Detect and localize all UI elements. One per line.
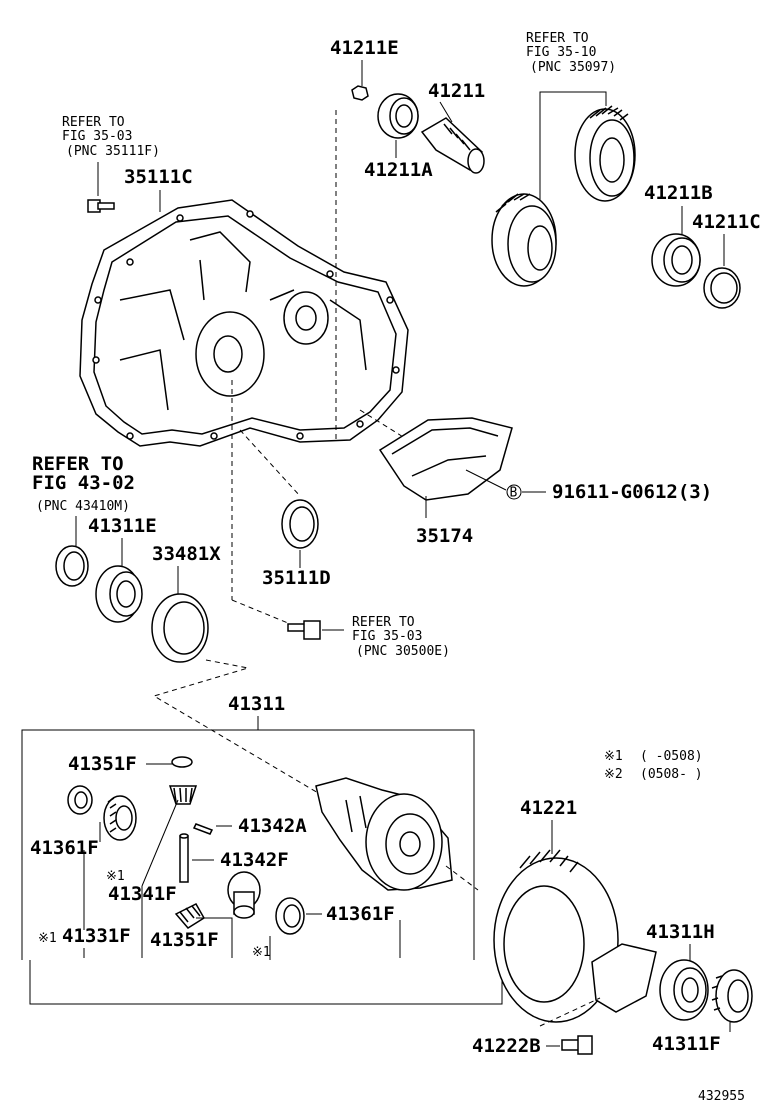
label-41211B[interactable]: 41211B — [644, 182, 713, 204]
ref-line3: (PNC 30500E) — [356, 644, 450, 659]
label-41342A[interactable]: 41342A — [238, 815, 307, 837]
ref-line2: FIG 43-02 — [32, 472, 135, 494]
bearing-41311E-icon[interactable] — [95, 565, 143, 623]
shaft-41342F-icon[interactable] — [179, 833, 189, 883]
ref-line2: FIG 35-03 — [62, 129, 132, 144]
ref-line3: (PNC 35111F) — [66, 144, 160, 159]
note1-mark-side-gear: ※1 — [252, 945, 271, 960]
note1-mark-41341F: ※1 — [106, 869, 125, 884]
transaxle-case-35111C-icon[interactable] — [79, 199, 409, 447]
label-41311E[interactable]: 41311E — [88, 515, 157, 537]
axis-seal-dashed — [239, 429, 301, 497]
side-gear-right-icon[interactable] — [227, 871, 261, 919]
axis-bolt-dashed — [231, 599, 301, 629]
ref-fig-35-03-bottom-note[interactable]: REFER TO FIG 35-03 (PNC 30500E) — [352, 615, 450, 659]
label-41311[interactable]: 41311 — [228, 693, 285, 715]
bearing-41211B-icon[interactable] — [651, 233, 701, 287]
legend-note2-range: (0508- ) — [640, 767, 703, 782]
side-gear-left-icon[interactable] — [103, 795, 137, 841]
bearing-41311H-icon[interactable] — [591, 943, 709, 1021]
leader-41341F-top — [141, 799, 179, 887]
axis-ring-gear-dashed — [445, 865, 479, 891]
label-91611-G0612[interactable]: 91611-G0612(3) — [552, 481, 712, 503]
pinion-gear-bottom-icon[interactable] — [174, 903, 206, 929]
label-41361F-right[interactable]: 41361F — [326, 903, 395, 925]
label-41311H[interactable]: 41311H — [646, 921, 715, 943]
legend-note1-mark: ※1 — [604, 749, 623, 764]
bearing-41211A-icon[interactable] — [377, 93, 419, 139]
bearing-41211E-icon[interactable] — [351, 85, 369, 101]
ref-line1: REFER TO — [352, 615, 415, 630]
bolt-35111F-icon[interactable] — [87, 199, 115, 213]
ref-fig-35-03-top-note[interactable]: REFER TO FIG 35-03 (PNC 35111F) — [62, 115, 160, 159]
diff-assembly-bracket-top — [21, 729, 475, 960]
label-41351F-top[interactable]: 41351F — [68, 753, 137, 775]
differential-case-icon[interactable] — [315, 777, 453, 891]
cover-plate-35174-icon[interactable] — [378, 417, 513, 501]
axis-41222B-dashed — [539, 997, 601, 1027]
pinion-gear-top-icon[interactable] — [168, 785, 198, 805]
leader-91611 — [465, 469, 507, 491]
ref-line2: FIG 35-10 — [526, 45, 596, 60]
ref-line3: (PNC 43410M) — [36, 499, 130, 514]
label-41211C[interactable]: 41211C — [692, 211, 760, 233]
label-35111D[interactable]: 35111D — [262, 567, 331, 589]
ref-line1: REFER TO — [32, 453, 124, 475]
label-41211E[interactable]: 41211E — [330, 37, 399, 59]
seal-43410M-icon[interactable] — [55, 545, 89, 587]
label-41311F[interactable]: 41311F — [652, 1033, 721, 1055]
diff-assembly-bracket-bottom — [29, 960, 503, 1005]
label-41221[interactable]: 41221 — [520, 797, 577, 819]
seal-35111D-icon[interactable] — [281, 499, 319, 549]
bolt-mark-B[interactable]: B — [506, 484, 522, 501]
gear-41311F-icon[interactable] — [711, 969, 753, 1023]
bolt-30500E-icon[interactable] — [287, 620, 321, 640]
pin-41342A-icon[interactable] — [192, 823, 214, 835]
seal-41211C-icon[interactable] — [703, 267, 741, 309]
label-35111C[interactable]: 35111C — [124, 166, 193, 188]
ref-line2: FIG 35-03 — [352, 629, 422, 644]
ref-line1: REFER TO — [62, 115, 125, 130]
gear-35097-upper-icon[interactable] — [574, 105, 636, 202]
figure-number: 432955 — [698, 1089, 745, 1104]
label-41222B[interactable]: 41222B — [472, 1035, 541, 1057]
ref-line1: REFER TO — [526, 31, 589, 46]
washer-41351F-top-icon[interactable] — [171, 756, 193, 768]
washer-41361F-left-icon[interactable] — [67, 785, 93, 815]
legend-note2-mark: ※2 — [604, 767, 623, 782]
ref-line3: (PNC 35097) — [530, 60, 616, 75]
legend: ※1 ( -0508) ※2 (0508- ) — [604, 749, 703, 782]
label-41211A[interactable]: 41211A — [364, 159, 433, 181]
label-41351F-bottom[interactable]: 41351F — [150, 929, 219, 951]
leader-41211 — [439, 101, 453, 123]
label-41342F[interactable]: 41342F — [220, 849, 289, 871]
bolt-mark-letter: B — [510, 486, 518, 501]
bolt-41222B-icon[interactable] — [561, 1035, 593, 1055]
gear-35097-lower-icon[interactable] — [491, 193, 557, 287]
axis-plate-dashed — [359, 409, 441, 461]
legend-note1-range: ( -0508) — [640, 749, 703, 764]
ref-fig-43-02-note[interactable]: REFER TO FIG 43-02 (PNC 43410M) — [32, 453, 135, 514]
note1-mark-41331F: ※1 — [38, 931, 57, 946]
shim-33481X-icon[interactable] — [151, 593, 209, 663]
label-35174[interactable]: 35174 — [416, 525, 473, 547]
ref-35-10-bracket — [539, 91, 607, 200]
label-33481X[interactable]: 33481X — [152, 543, 221, 565]
axis-diff-assembly-dashed — [152, 659, 331, 801]
ring-gear-41221-icon[interactable] — [493, 849, 619, 1023]
label-41211[interactable]: 41211 — [428, 80, 485, 102]
label-41361F-left[interactable]: 41361F — [30, 837, 99, 859]
washer-41361F-right-icon[interactable] — [275, 897, 305, 935]
ref-fig-35-10-note[interactable]: REFER TO FIG 35-10 (PNC 35097) — [526, 31, 616, 75]
leader-41351F-bottom — [196, 917, 233, 958]
shaft-41211-icon[interactable] — [420, 117, 485, 174]
label-41331F[interactable]: 41331F — [62, 925, 131, 947]
